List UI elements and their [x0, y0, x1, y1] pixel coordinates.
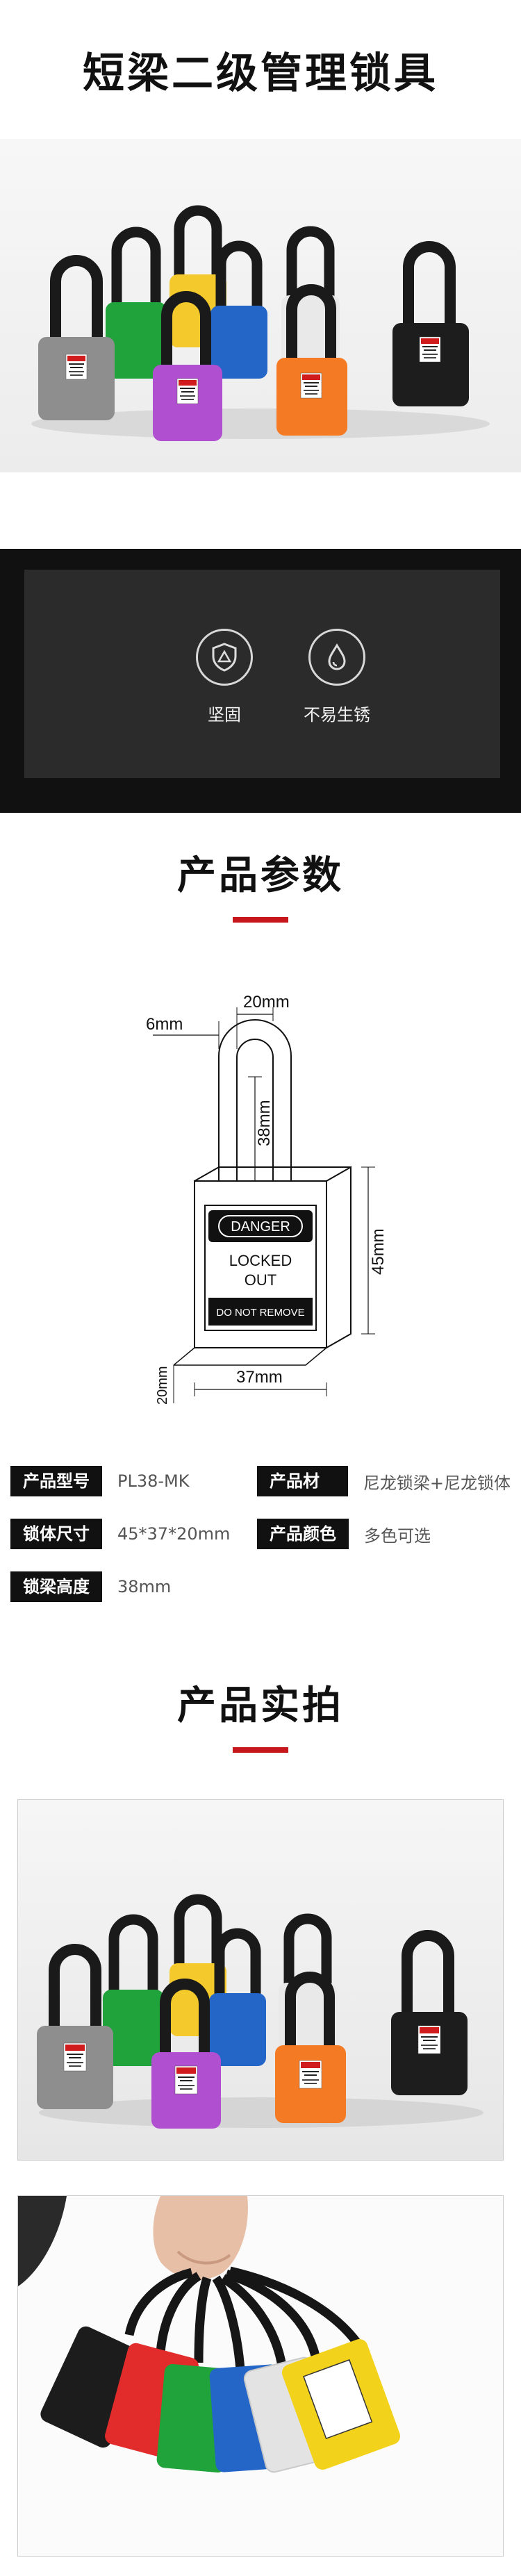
spec-value: 38mm	[117, 1577, 172, 1596]
dim-shackle-thickness: 6mm	[146, 1015, 183, 1034]
lock-black	[391, 1930, 468, 2095]
features-panel: 坚固 不易生锈	[24, 570, 500, 778]
heading-underline	[233, 1747, 288, 1753]
water-drop-icon	[328, 643, 346, 670]
spec-key: 产品材质	[257, 1466, 348, 1521]
photo-locks-group	[37, 1894, 483, 2129]
lock-purple	[151, 1979, 221, 2129]
dim-shackle-height: 38mm	[255, 1100, 274, 1146]
params-section-title: 产品参数	[0, 844, 521, 923]
spec-body-size: 锁体尺寸 45*37*20mm	[10, 1519, 230, 1549]
lock-dimension-drawing: DANGER LOCKED OUT DO NOT REMOVE 6mm 20mm…	[146, 993, 388, 1405]
page-title: 短梁二级管理锁具	[83, 49, 438, 98]
feature-label: 不易生锈	[304, 705, 370, 725]
feature-label: 坚固	[208, 705, 241, 725]
lock-blue	[210, 240, 267, 379]
feature-sturdy: 坚固	[162, 629, 287, 725]
dimension-diagram: DANGER LOCKED OUT DO NOT REMOVE 6mm 20mm…	[139, 980, 403, 1417]
dim-body-depth: 20mm	[155, 1366, 170, 1405]
lock-gray	[37, 1944, 113, 2109]
spec-color: 产品颜色 多色可选	[257, 1519, 431, 1549]
feature-icon-circle	[308, 629, 365, 686]
spec-key: 锁体尺寸	[10, 1519, 102, 1549]
dim-body-width: 37mm	[236, 1368, 283, 1387]
spec-material: 产品材质 尼龙锁梁+尼龙锁体	[257, 1466, 511, 1521]
dim-shackle-width: 20mm	[243, 993, 290, 1012]
spec-value: 多色可选	[364, 1526, 431, 1546]
product-photo-hand	[17, 2195, 504, 2557]
lock-gray	[38, 255, 115, 420]
hero-locks-illustration	[31, 205, 490, 441]
lock-green	[106, 226, 167, 379]
page-header: 短梁二级管理锁具	[0, 0, 521, 139]
tag-locked-line1: LOCKED	[229, 1252, 292, 1269]
spec-key: 产品型号	[10, 1466, 102, 1496]
lock-blue	[209, 1928, 266, 2066]
lock-green	[103, 1914, 164, 2066]
tag-locked-line2: OUT	[245, 1271, 276, 1289]
spec-value: 45*37*20mm	[117, 1524, 231, 1544]
feature-icon-circle	[196, 629, 253, 686]
spec-model: 产品型号 PL38-MK	[10, 1466, 190, 1496]
lock-orange	[276, 284, 347, 436]
product-photo-group	[17, 1799, 504, 2161]
tag-danger-text: DANGER	[231, 1219, 290, 1235]
dim-body-height: 45mm	[369, 1228, 388, 1275]
shield-icon	[212, 643, 237, 672]
features-section: 坚固 不易生锈	[0, 549, 521, 813]
spec-value: 尼龙锁梁+尼龙锁体	[363, 1473, 511, 1493]
heading-underline	[233, 917, 288, 923]
lock-black	[392, 241, 469, 406]
tag-do-not-remove: DO NOT REMOVE	[216, 1307, 304, 1319]
lock-purple	[153, 291, 222, 441]
spec-shackle-height: 锁梁高度 38mm	[10, 1571, 171, 1602]
photos-section-title: 产品实拍	[0, 1674, 521, 1753]
photos-heading: 产品实拍	[177, 1683, 344, 1728]
hero-product-image	[0, 139, 521, 472]
hand-lock-yellow	[281, 2338, 401, 2470]
feature-rust-resistant: 不易生锈	[274, 629, 399, 725]
lock-orange	[275, 1972, 346, 2123]
spec-key: 产品颜色	[257, 1519, 349, 1549]
photo-hand-holding-locks	[18, 2196, 503, 2556]
spec-key: 锁梁高度	[10, 1571, 102, 1602]
params-heading: 产品参数	[177, 853, 344, 898]
spec-value: PL38-MK	[117, 1471, 190, 1491]
